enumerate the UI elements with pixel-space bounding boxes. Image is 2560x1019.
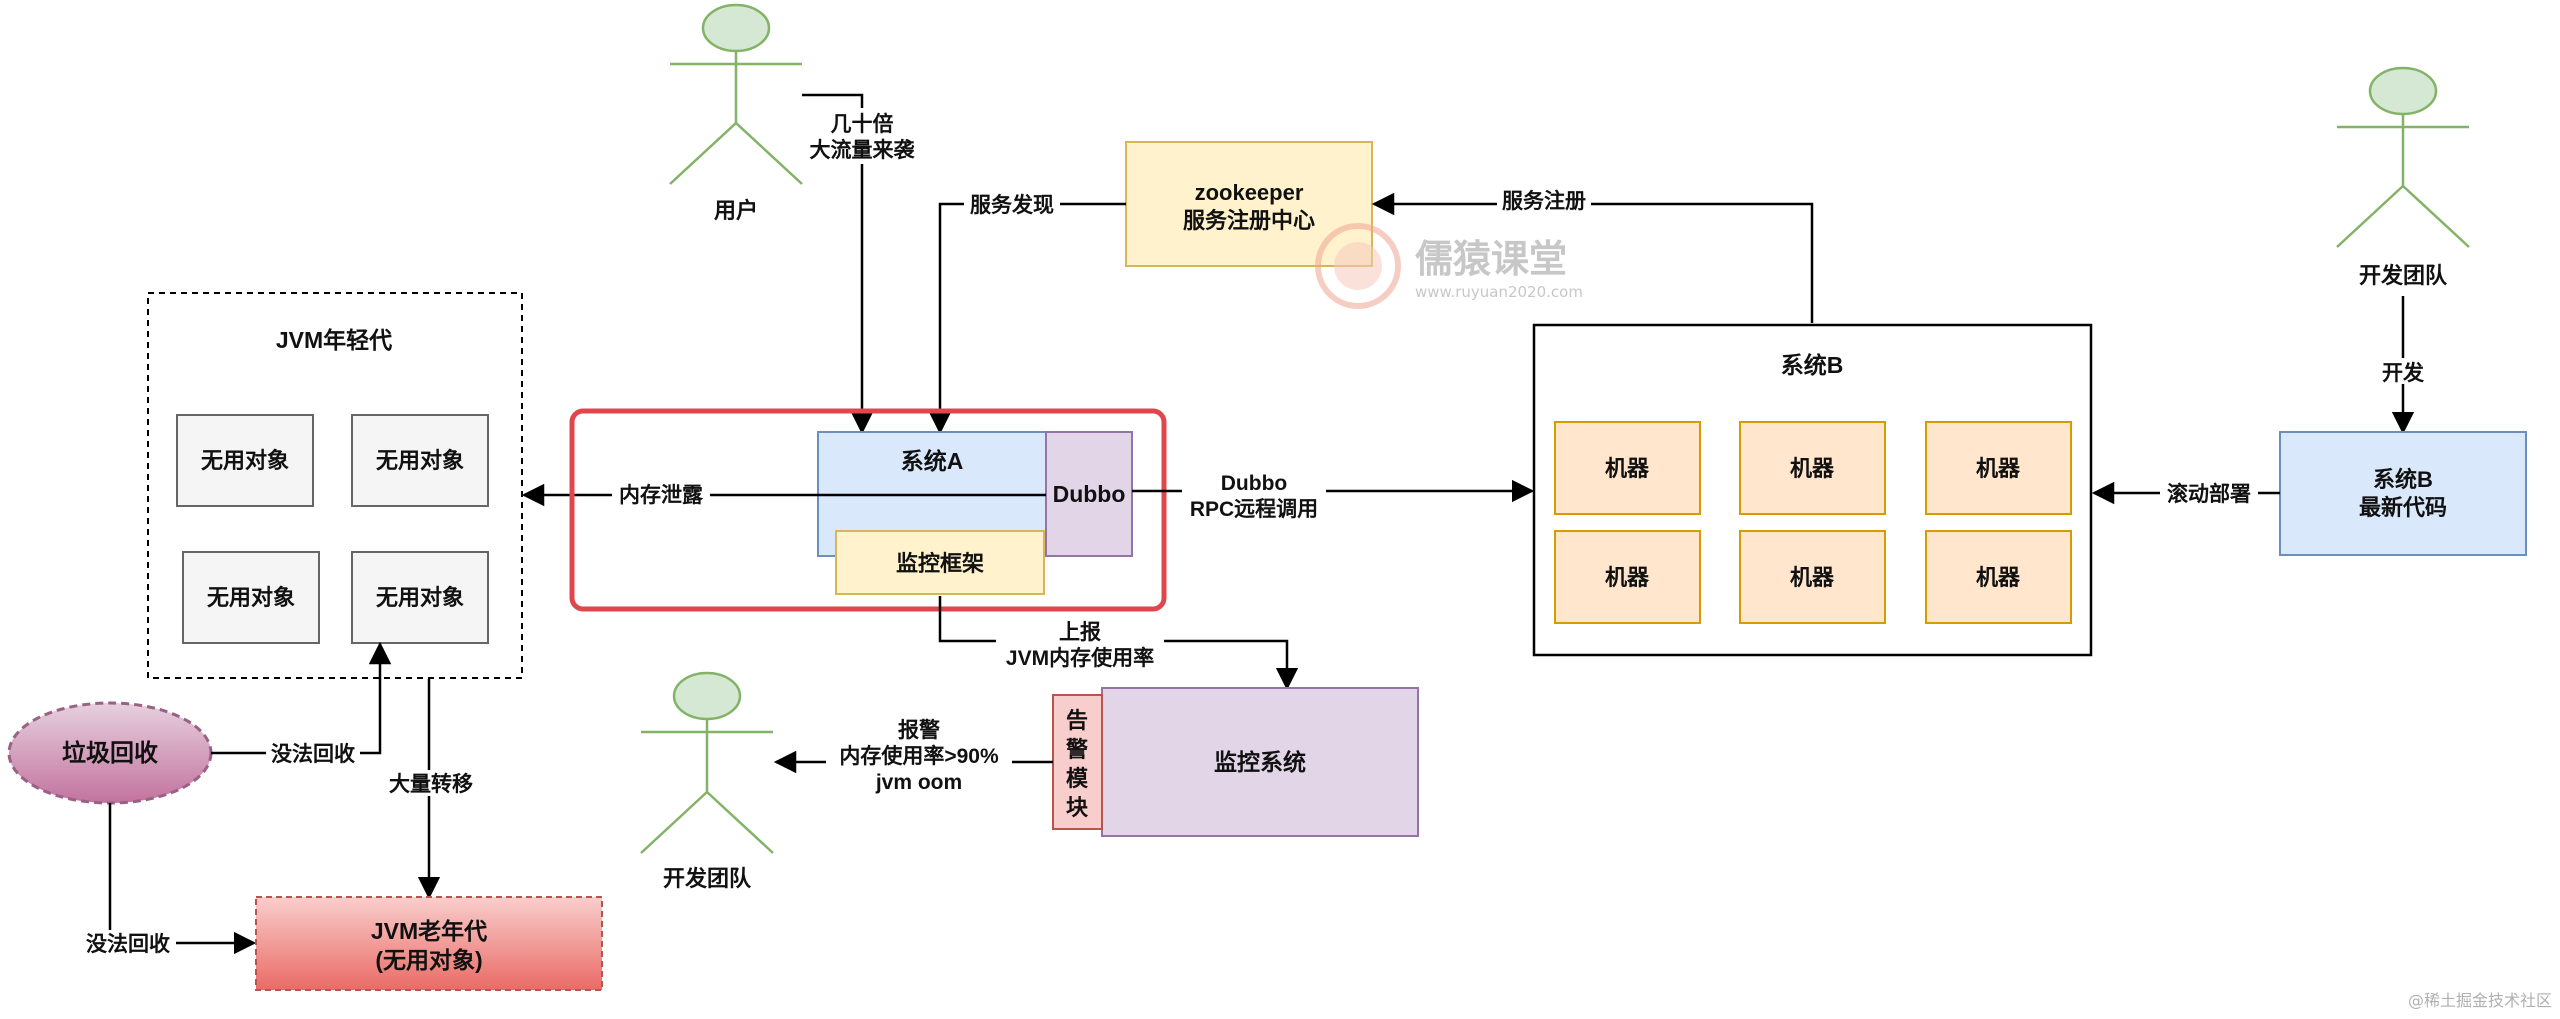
edge-gc-no-reclaim-old: 没法回收: [80, 803, 257, 956]
no-reclaim-young-label: 没法回收: [271, 742, 355, 766]
dubbo-box: [1045, 431, 1133, 557]
zookeeper-box: [1125, 141, 1373, 267]
alert-module-box: [1052, 694, 1103, 830]
unused-object-box: [182, 551, 320, 644]
alert-module-char: 告: [1066, 708, 1088, 733]
user-actor: 用户: [669, 3, 803, 223]
ruyuan-watermark: 儒猿课堂 www.ruyuan2020.com: [1315, 223, 1583, 309]
watermark-brand: 儒猿课堂: [1415, 237, 1567, 281]
dev-team-right-label: 开发团队: [2359, 263, 2448, 288]
system-b-code-line1: 系统B: [2373, 467, 2433, 492]
system-b-latest-code-box: [2279, 431, 2527, 556]
monitor-framework-box: [835, 530, 1045, 595]
gc-label: 垃圾回收: [62, 739, 158, 767]
user-actor-label: 用户: [714, 198, 758, 223]
edge-user-to-system-a: 几十倍 大流量来袭: [802, 93, 918, 435]
system-b-title: 系统B: [1781, 352, 1844, 378]
edge-service-register: 服务注册: [1371, 188, 1814, 323]
machine-label: 机器: [1790, 456, 1835, 481]
edge-dubbo-rpc: Dubbo RPC远程调用: [1132, 468, 1535, 524]
machine-box: [1925, 530, 2072, 624]
machine-label: 机器: [1605, 456, 1650, 481]
edge-alarm: 报警 内存使用率>90% jvm oom: [773, 712, 1053, 796]
bulk-transfer-label: 大量转移: [389, 772, 473, 796]
edge-rolling-deploy: 滚动部署: [2091, 480, 2280, 506]
edge-memory-leak: 内存泄露: [521, 481, 1046, 507]
system-b-machines: 机器 机器 机器 机器 机器 机器: [1554, 421, 2072, 624]
report-label-line2: JVM内存使用率: [1006, 646, 1154, 670]
unused-object-label: 无用对象: [376, 448, 464, 473]
machine-box: [1739, 530, 1886, 624]
old-gen-line2: (无用对象): [375, 947, 482, 973]
alert-module-char: 模: [1066, 766, 1089, 791]
machine-label: 机器: [1790, 565, 1835, 590]
develop-label: 开发: [2382, 361, 2425, 385]
edge-gc-no-reclaim-young: 没法回收: [211, 641, 392, 766]
alarm-label-line2: 内存使用率>90%: [839, 744, 999, 768]
register-label: 服务注册: [1502, 189, 1586, 213]
alert-module-char: 警: [1065, 737, 1088, 762]
zookeeper-label-line2: 服务注册中心: [1183, 208, 1315, 233]
monitoring-system-label: 监控系统: [1214, 749, 1306, 775]
dev-team-bottom-actor: 开发团队: [640, 671, 774, 891]
machine-label: 机器: [1605, 565, 1650, 590]
report-label-line1: 上报: [1059, 620, 1101, 644]
monitor-framework-label: 监控框架: [896, 551, 984, 576]
unused-object-label: 无用对象: [201, 448, 289, 473]
dev-team-right-head: [2368, 66, 2438, 116]
machine-box: [1554, 421, 1701, 515]
machine-box: [1554, 530, 1701, 624]
footer-credit: @稀土掘金技术社区: [2408, 991, 2552, 1010]
dev-team-bottom-body: [640, 719, 774, 854]
young-gen-title: JVM年轻代: [276, 327, 392, 353]
user-actor-head: [701, 3, 771, 53]
dev-team-bottom-head: [672, 671, 742, 721]
watermark-logo-icon: [1315, 223, 1401, 309]
leak-label: 内存泄露: [619, 483, 704, 507]
no-reclaim-old-label: 没法回收: [86, 932, 170, 956]
unused-object-box: [351, 414, 489, 507]
user-actor-body: [669, 51, 803, 185]
unused-object-label: 无用对象: [207, 585, 295, 610]
system-b-code-line2: 最新代码: [2359, 495, 2447, 520]
monitoring-system-box: [1101, 687, 1419, 837]
traffic-label-line2: 大流量来袭: [810, 138, 916, 162]
alert-module-char: 块: [1066, 795, 1089, 820]
deploy-label: 滚动部署: [2167, 482, 2251, 506]
zookeeper-label-line1: zookeeper: [1195, 180, 1304, 205]
unused-object-box: [351, 551, 489, 644]
traffic-label-line1: 几十倍: [831, 112, 894, 136]
old-gen-line1: JVM老年代: [371, 918, 487, 944]
edge-develop: 开发: [2374, 296, 2432, 435]
dev-team-bottom-label: 开发团队: [663, 866, 752, 891]
machine-label: 机器: [1976, 456, 2021, 481]
edge-bulk-transfer: 大量转移: [384, 679, 478, 900]
unused-object-label: 无用对象: [376, 585, 464, 610]
dev-team-right-body: [2336, 114, 2470, 248]
discover-label: 服务发现: [970, 193, 1054, 217]
machine-label: 机器: [1976, 565, 2021, 590]
old-gen-box: [255, 896, 603, 991]
dubbo-label: Dubbo: [1053, 481, 1126, 507]
alarm-label-line3: jvm oom: [875, 771, 962, 794]
rpc-label-line1: Dubbo: [1221, 472, 1287, 495]
highlight-frame: [569, 408, 1167, 612]
edge-service-discovery: 服务发现: [928, 192, 1126, 435]
unused-object-box: [176, 414, 314, 507]
machine-box: [1739, 421, 1886, 515]
dev-team-right-actor: 开发团队: [2336, 66, 2470, 288]
system-a-title: 系统A: [901, 448, 964, 474]
rpc-label-line2: RPC远程调用: [1190, 498, 1318, 521]
alarm-label-line1: 报警: [898, 718, 940, 742]
machine-box: [1925, 421, 2072, 515]
watermark-url: www.ruyuan2020.com: [1415, 283, 1583, 301]
edge-report-usage: 上报 JVM内存使用率: [938, 596, 1299, 691]
